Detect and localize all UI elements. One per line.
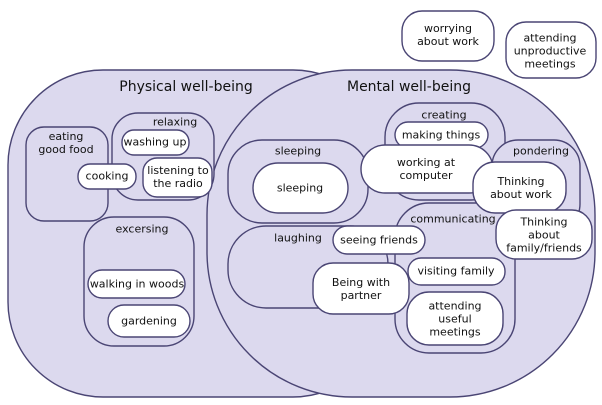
- attending-unproductive-meetings-label: attending unproductive meetings: [513, 31, 587, 71]
- laughing-label: laughing: [274, 231, 322, 245]
- eating-label: eating good food: [38, 130, 94, 156]
- seeing-friends-box: [332, 225, 426, 255]
- worrying-about-work-box: [401, 10, 495, 62]
- sleeping-subset-label: sleeping: [274, 144, 322, 158]
- working-at-computer-label: working at computer: [396, 156, 456, 182]
- creating-label: creating: [421, 108, 467, 122]
- worrying-about-work-label: worrying about work: [417, 22, 479, 48]
- gardening-box: [107, 304, 191, 338]
- making-things-label: making things: [401, 128, 481, 142]
- mental-wellbeing-title: Mental well-being: [346, 79, 472, 95]
- attending-useful-meetings-box: [406, 291, 504, 346]
- thinking-about-family-label: Thinking about family/friends: [506, 215, 582, 255]
- attending-unproductive-meetings-box: [505, 21, 597, 79]
- gardening-label: gardening: [121, 314, 177, 328]
- walking-in-woods-label: walking in woods: [89, 277, 185, 291]
- communicating-label: communicating: [410, 212, 496, 226]
- thinking-about-work-label: Thinking about work: [490, 175, 552, 201]
- thinking-about-family-box: [495, 209, 593, 260]
- walking-in-woods-box: [87, 269, 186, 299]
- cooking-label: cooking: [85, 169, 129, 183]
- physical-wellbeing-title: Physical well-being: [119, 79, 253, 95]
- listening-to-radio-label: listening to the radio: [147, 164, 209, 190]
- sleeping-label: sleeping: [276, 181, 324, 195]
- cooking-box: [77, 163, 137, 190]
- relaxing-label: relaxing: [152, 115, 198, 129]
- attending-useful-meetings-label: attending useful meetings: [428, 299, 482, 339]
- excersing-label: excersing: [115, 222, 169, 236]
- listening-to-radio-box: [142, 157, 213, 198]
- being-with-partner-label: Being with partner: [331, 276, 391, 302]
- washing-up-box: [121, 129, 190, 156]
- being-with-partner-box: [312, 262, 410, 315]
- visiting-family-label: visiting family: [417, 264, 495, 278]
- pondering-label: pondering: [513, 144, 569, 158]
- washing-up-label: washing up: [123, 135, 187, 149]
- visiting-family-box: [407, 257, 506, 286]
- seeing-friends-label: seeing friends: [340, 233, 418, 247]
- sleeping-box: [252, 162, 349, 214]
